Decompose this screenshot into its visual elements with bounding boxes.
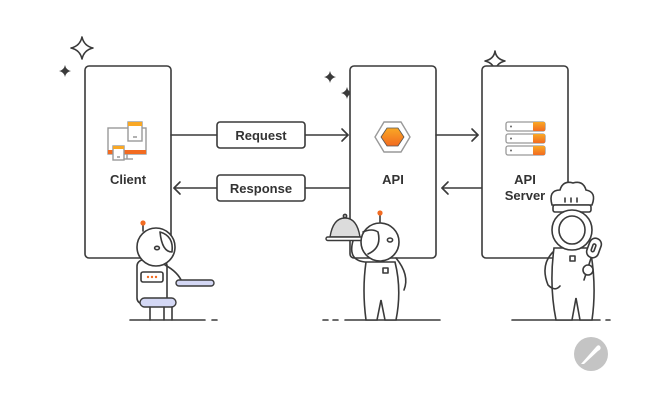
response-edge: Response bbox=[173, 174, 351, 202]
api-server-label-line2: Server bbox=[505, 188, 545, 203]
api-node: API bbox=[349, 65, 437, 259]
astronaut-waiter-with-cloche bbox=[325, 210, 407, 321]
sparkle-icon bbox=[324, 71, 336, 83]
sparkle-icon bbox=[59, 65, 71, 77]
client-label: Client bbox=[110, 172, 147, 187]
api-label: API bbox=[382, 172, 404, 187]
api-to-server-edge bbox=[435, 128, 479, 142]
postman-logo-icon[interactable] bbox=[574, 337, 608, 371]
client-node: Client bbox=[84, 65, 172, 259]
astronaut-at-desk bbox=[136, 220, 215, 321]
astronaut-chef-with-spatula bbox=[544, 181, 603, 321]
request-label: Request bbox=[235, 128, 287, 143]
devices-icon bbox=[107, 121, 147, 161]
sparkle-icon bbox=[341, 87, 353, 99]
response-label-box bbox=[216, 174, 306, 202]
response-label: Response bbox=[230, 181, 292, 196]
request-label-box bbox=[216, 121, 306, 149]
hexagon-icon bbox=[374, 121, 411, 153]
request-edge: Request bbox=[170, 121, 349, 149]
server-to-api-edge bbox=[441, 181, 483, 195]
sparkle-icon bbox=[70, 36, 94, 60]
api-server-node: API Server bbox=[481, 65, 569, 259]
server-stack-icon bbox=[505, 121, 546, 156]
api-server-label-line1: API bbox=[514, 172, 536, 187]
